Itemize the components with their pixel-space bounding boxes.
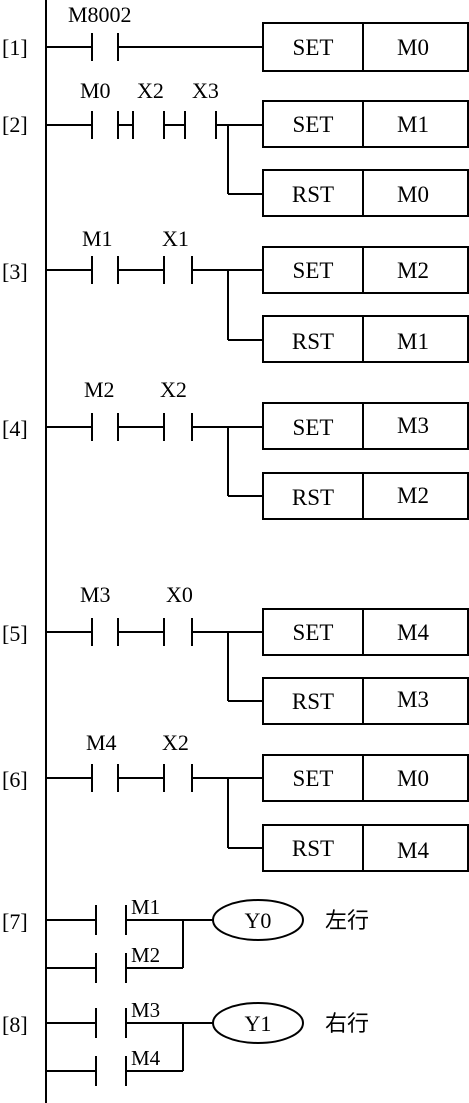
instruction-op: SET [293, 415, 334, 440]
contact-label: X2 [162, 730, 189, 755]
contact-label: M1 [131, 895, 160, 919]
instruction-op: RST [292, 689, 334, 714]
contact-label: M3 [131, 998, 160, 1022]
rung-number: [3] [2, 259, 28, 284]
rung-2: [2] M0 X2 X3 SET M1 RST M0 [2, 78, 469, 217]
output-coil [212, 899, 304, 941]
output-coil [212, 1002, 304, 1044]
instruction-device: M4 [397, 620, 429, 645]
coil-note: 右行 [325, 1012, 369, 1037]
instruction-device: M3 [397, 413, 429, 438]
contact-label: M4 [131, 1046, 161, 1070]
rung-8: [8] M3 M4 Y1 右行 [2, 998, 369, 1086]
contact-label: M8002 [68, 2, 132, 27]
instruction-device: M0 [397, 766, 429, 791]
contact-no [91, 33, 119, 61]
rung-6: [6] M4 X2 SET M0 RST M4 [2, 730, 469, 872]
rung-number: [8] [2, 1012, 28, 1037]
instruction-device: M1 [397, 112, 429, 137]
contact-label: M4 [86, 730, 117, 755]
contact-label: X2 [137, 78, 164, 103]
instruction-op: SET [293, 112, 334, 137]
output-box [262, 22, 469, 72]
rung-4: [4] M2 X2 SET M3 RST M2 [2, 377, 469, 520]
contact-label: M3 [80, 582, 111, 607]
instruction-op: SET [293, 35, 334, 60]
instruction-op: SET [293, 620, 334, 645]
rung-number: [5] [2, 621, 28, 646]
contact-label: M2 [84, 377, 115, 402]
contact-label: X3 [192, 78, 219, 103]
coil-label: Y1 [245, 1011, 272, 1036]
contact-label: M2 [131, 943, 160, 967]
instruction-device: M1 [397, 329, 429, 354]
instruction-op: SET [293, 258, 334, 283]
contact-label: X1 [162, 226, 189, 251]
rung-1: [1] M8002 SET M0 [2, 2, 469, 72]
contact-label: M1 [82, 226, 113, 251]
instruction-op: RST [292, 329, 334, 354]
instruction-op: RST [292, 182, 334, 207]
contact-label: X2 [160, 377, 187, 402]
rung-number: [7] [2, 909, 28, 934]
instruction-device: M2 [397, 258, 429, 283]
instruction-device: M0 [397, 35, 429, 60]
contact-label: X0 [166, 582, 193, 607]
contact-label: M0 [80, 78, 111, 103]
rung-number: [6] [2, 767, 28, 792]
instruction-device: M2 [397, 483, 429, 508]
instruction-device: M3 [397, 687, 429, 712]
rung-number: [1] [2, 35, 28, 60]
rung-3: [3] M1 X1 SET M2 RST M1 [2, 226, 469, 363]
rung-5: [5] M3 X0 SET M4 RST M3 [2, 582, 469, 725]
instruction-device: M4 [397, 838, 429, 863]
rung-7: [7] M1 M2 Y0 左行 [2, 895, 369, 983]
coil-label: Y0 [245, 908, 272, 933]
instruction-op: SET [293, 766, 334, 791]
rung-number: [2] [2, 112, 28, 137]
coil-note: 左行 [325, 909, 369, 934]
instruction-device: M0 [397, 182, 429, 207]
rung-number: [4] [2, 416, 28, 441]
instruction-op: RST [292, 836, 334, 861]
instruction-op: RST [292, 485, 334, 510]
